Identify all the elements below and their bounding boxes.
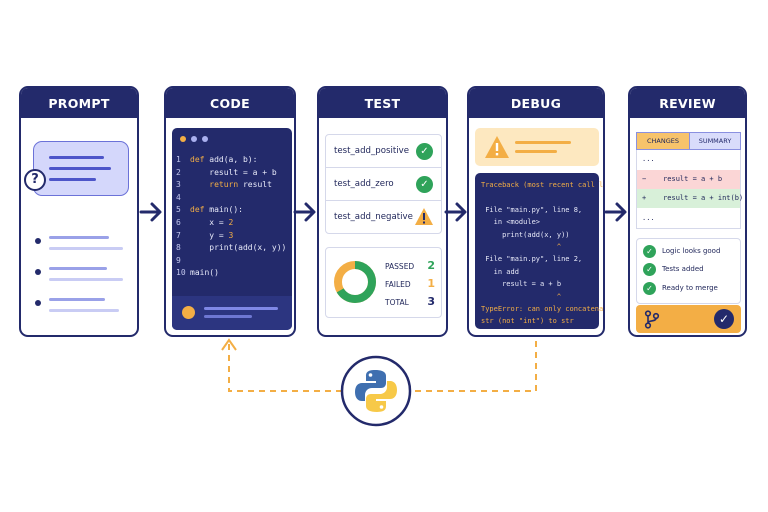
traceback-line: File "main.py", line 8, — [481, 205, 583, 214]
test-results-donut — [334, 261, 376, 303]
list-item-line — [49, 236, 109, 239]
window-dot — [202, 136, 208, 142]
traceback-line: result = a + b — [481, 280, 562, 289]
list-item-line — [49, 309, 119, 312]
prompt-chat-bubble — [33, 141, 129, 196]
list-bullet — [35, 238, 41, 244]
list-bullet — [35, 300, 41, 306]
test-case-row[interactable]: test_add_positive ✓ — [326, 135, 441, 168]
checkmark-icon: ✓ — [643, 263, 656, 276]
passed-label: PASSED — [385, 262, 415, 271]
python-logo-icon — [340, 355, 412, 427]
status-icon — [182, 306, 195, 319]
diff-addition-line: + result = a + int(b) — [637, 189, 743, 208]
failed-count: 1 — [427, 277, 435, 290]
tab-summary[interactable]: SUMMARY — [689, 133, 740, 149]
review-tabs: CHANGES SUMMARY — [636, 132, 741, 150]
code-line: 7 y = 3 — [176, 230, 234, 240]
code-line: 6 x = 2 — [176, 218, 234, 227]
traceback-panel: Traceback (most recent call last): File … — [475, 173, 603, 329]
code-stage-title: CODE — [166, 88, 294, 118]
warning-icon — [485, 136, 509, 158]
arrow-right-icon — [293, 202, 316, 222]
test-stage-card: TEST test_add_positive ✓ test_add_zero ✓… — [317, 86, 448, 337]
checkmark-icon: ✓ — [416, 143, 433, 160]
debug-stage-title: DEBUG — [469, 88, 603, 118]
test-case-row[interactable]: test_add_zero ✓ — [326, 168, 441, 201]
arrow-right-icon — [444, 202, 467, 222]
test-case-name: test_add_zero — [334, 179, 394, 189]
window-dot — [191, 136, 197, 142]
test-case-list: test_add_positive ✓ test_add_zero ✓ test… — [325, 134, 442, 234]
warning-icon — [415, 208, 433, 225]
test-case-name: test_add_negative — [334, 212, 413, 222]
failed-label: FAILED — [385, 280, 411, 289]
checklist-item: Logic looks good — [662, 247, 721, 255]
merge-bar[interactable]: ✓ — [636, 305, 741, 333]
checkmark-icon[interactable]: ✓ — [714, 309, 734, 329]
list-bullet — [35, 269, 41, 275]
tab-changes[interactable]: CHANGES — [637, 133, 689, 149]
traceback-line: in <module> — [481, 218, 541, 227]
list-item-line — [49, 267, 107, 270]
arrow-right-icon — [139, 202, 162, 222]
review-stage-title: REVIEW — [630, 88, 745, 118]
list-item-line — [49, 247, 123, 250]
passed-count: 2 — [427, 259, 435, 272]
editor-footer — [172, 296, 292, 330]
code-line: 9 — [176, 255, 181, 265]
checkmark-icon: ✓ — [643, 282, 656, 295]
traceback-line: File "main.py", line 2, — [481, 255, 583, 264]
prompt-stage-card: PROMPT ? — [19, 86, 139, 337]
error-alert — [475, 128, 599, 166]
review-stage-card: REVIEW CHANGES SUMMARY ... − result = a +… — [628, 86, 747, 337]
traceback-line: print(add(x, y)) — [481, 230, 570, 239]
window-dot — [180, 136, 186, 142]
debug-stage-card: DEBUG Traceback (most recent call last):… — [467, 86, 605, 337]
total-label: TOTAL — [385, 298, 409, 307]
checklist-item: Tests added — [662, 265, 704, 273]
traceback-line: ^ — [481, 292, 562, 301]
code-line: 4 — [176, 192, 181, 202]
traceback-line: TypeError: can only concatenate — [481, 305, 605, 313]
code-line: 2 result = a + b — [176, 167, 277, 177]
git-branch-icon — [644, 310, 660, 329]
traceback-line: ^ — [481, 243, 562, 251]
test-summary: PASSED 2 FAILED 1 TOTAL 3 — [325, 247, 442, 318]
diff-context-line: ... — [642, 213, 655, 222]
checklist-item: Ready to merge — [662, 284, 718, 292]
checkmark-icon: ✓ — [416, 176, 433, 193]
diff-context-line: ... — [642, 155, 655, 163]
code-line: 8 print(add(x, y)) — [176, 243, 287, 253]
code-line: 3 return result — [176, 180, 272, 190]
traceback-line: Traceback (most recent call last): — [481, 181, 604, 189]
diff-deletion-line: − result = a + b — [637, 169, 740, 189]
traceback-line: in add — [481, 267, 519, 276]
question-icon: ? — [24, 169, 46, 191]
checkmark-icon: ✓ — [643, 245, 656, 258]
test-case-row[interactable]: test_add_negative — [326, 201, 441, 234]
traceback-line: str (not "int") to str — [481, 317, 574, 326]
prompt-stage-title: PROMPT — [21, 88, 137, 118]
test-case-name: test_add_positive — [334, 146, 409, 156]
diff-view: ... − result = a + b+ result = a + int(b)… — [636, 150, 743, 229]
total-count: 3 — [427, 295, 435, 308]
list-item-line — [49, 298, 105, 301]
arrow-right-icon — [604, 202, 627, 222]
list-item-line — [49, 278, 123, 281]
review-checklist: ✓ Logic looks good ✓ Tests added ✓ Ready… — [636, 238, 741, 304]
test-stage-title: TEST — [319, 88, 446, 118]
